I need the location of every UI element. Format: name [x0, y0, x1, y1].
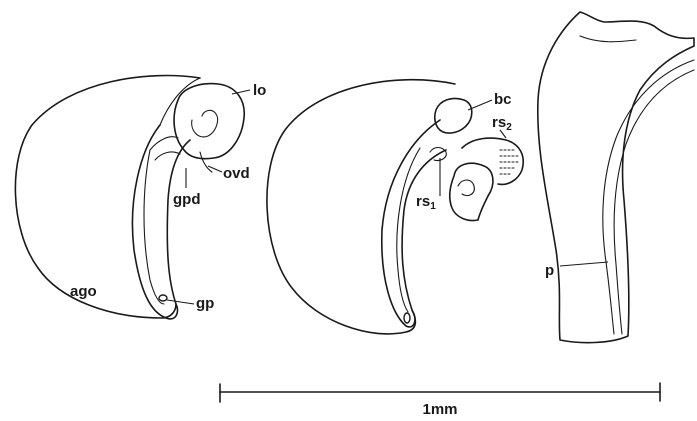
label-ago: ago: [70, 283, 97, 300]
duct-inner: [397, 148, 420, 312]
scale-bar: 1mm: [220, 383, 660, 418]
gp-leader: [167, 300, 194, 304]
duct-outer: [382, 120, 446, 327]
duct-lobes: [150, 137, 180, 160]
label-p: p: [545, 262, 554, 279]
label-gpd: gpd: [173, 191, 201, 208]
lobe-spiral: [192, 110, 218, 137]
bc-leader: [468, 100, 492, 110]
rs2-hatching: [500, 150, 518, 174]
organ-outline-outer: [538, 12, 694, 343]
drawing-right: p: [538, 12, 694, 343]
organ-inner-band-1: [603, 60, 694, 334]
organ-inner-edge: [580, 36, 636, 42]
label-rs1: rs1: [416, 193, 436, 212]
oviduct: [200, 152, 212, 172]
label-rs1-main: rs: [416, 193, 430, 210]
label-rs1-sub: 1: [430, 201, 436, 212]
scale-bar-label: 1mm: [422, 401, 457, 418]
p-leader: [560, 262, 608, 266]
organ-inner-band-2: [614, 70, 694, 334]
label-bc: bc: [494, 91, 512, 108]
lobe-outline: [174, 84, 244, 159]
gonopore-mark-2: [404, 313, 410, 323]
rs1-spiral: [458, 180, 474, 196]
drawing-left: lo ovd gpd ago gp: [15, 75, 266, 318]
label-lo: lo: [253, 82, 266, 99]
label-rs2-main: rs: [492, 114, 506, 131]
label-rs2: rs2: [492, 114, 512, 133]
genital-duct-inner: [144, 150, 164, 304]
label-rs2-sub: 2: [506, 122, 512, 133]
bursa-copulatrix-outline: [435, 98, 472, 133]
gonopore-mark: [159, 295, 167, 301]
label-gp: gp: [196, 295, 214, 312]
drawing-middle: bc rs2 rs1: [267, 80, 523, 334]
albumen-gland-inner-edge: [160, 78, 200, 125]
rs2-leader: [500, 130, 506, 138]
receptaculum-seminis-1: [450, 163, 493, 220]
genital-duct-outer: [132, 125, 190, 319]
label-ovd: ovd: [223, 165, 250, 182]
